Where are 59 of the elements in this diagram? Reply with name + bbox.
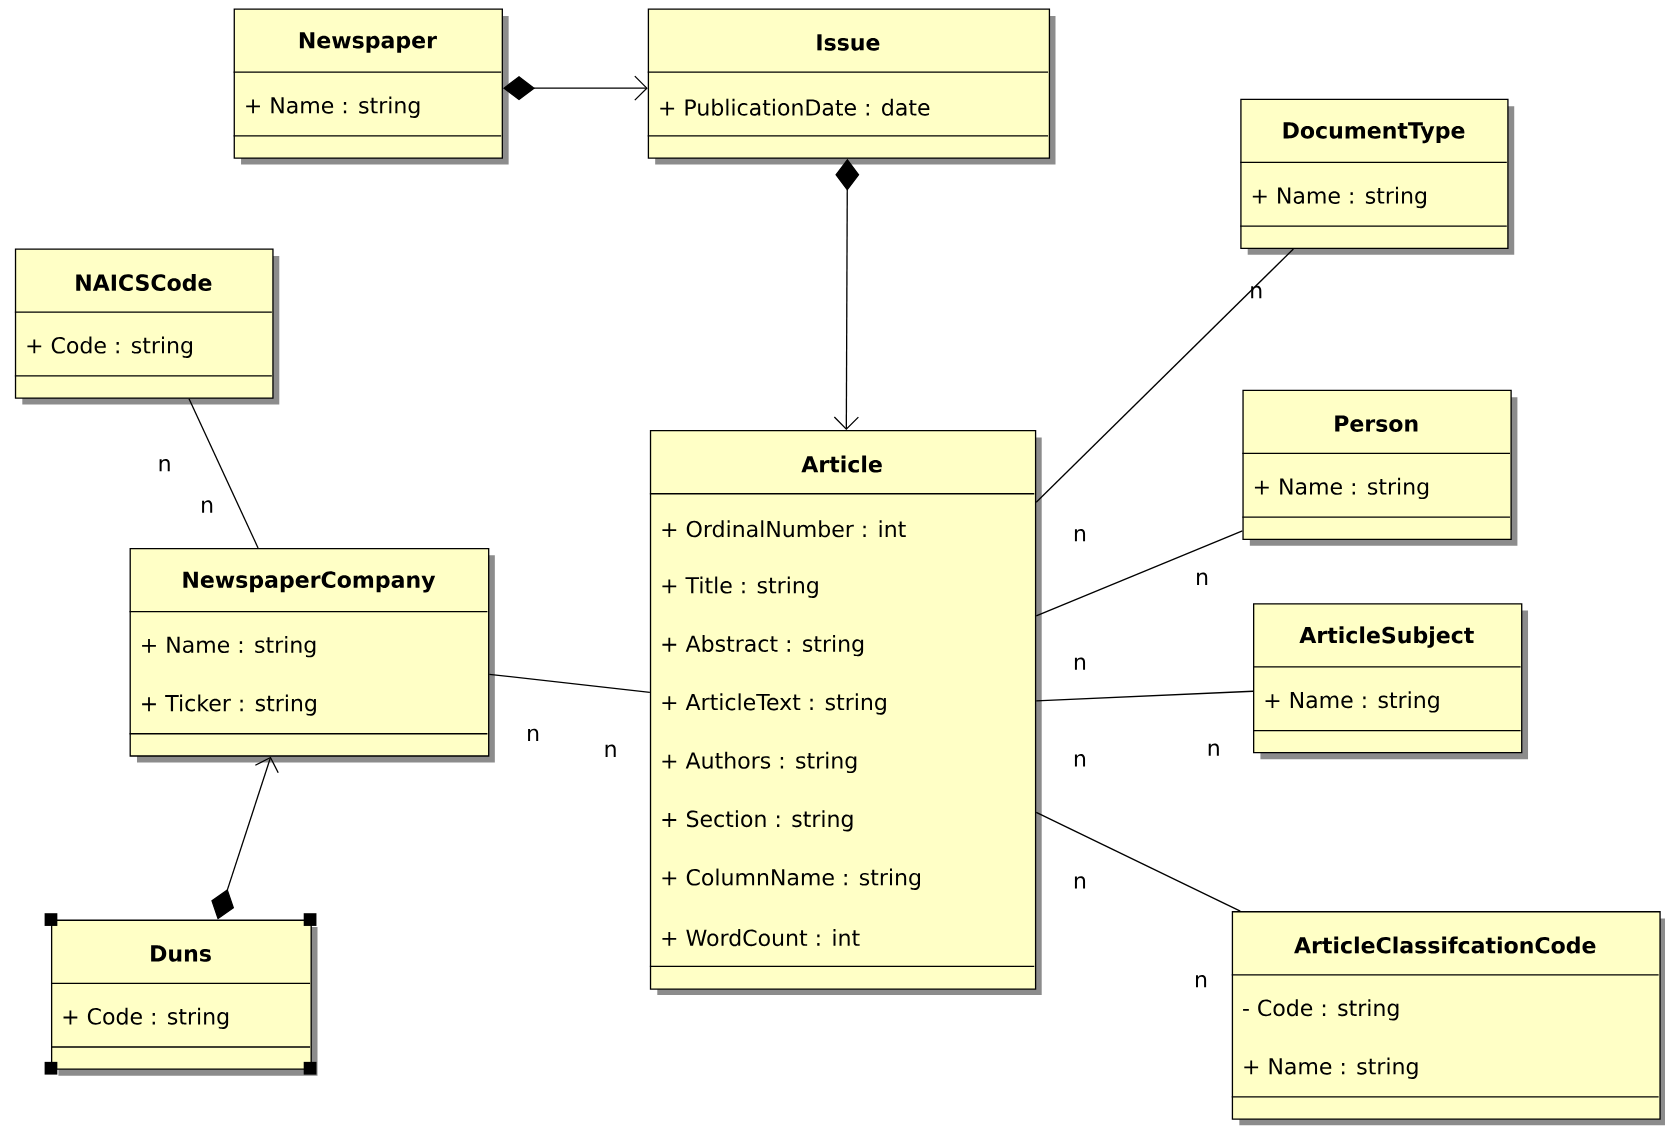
multiplicity-label: n: [1251, 286, 1262, 299]
class-name: NewspaperCompany: [183, 571, 436, 593]
attribute-text: + Name : string: [1252, 187, 1426, 209]
class-name: ArticleClassifcationCode: [1294, 936, 1596, 954]
class-box: [128, 548, 495, 763]
class-name: Duns: [151, 945, 211, 962]
class-name: ArticleSubject: [1299, 626, 1474, 649]
class-name: NAICSCode: [76, 274, 212, 292]
attribute-text: + Name : string: [1254, 478, 1429, 500]
multiplicity-label: n: [1196, 975, 1207, 988]
multiplicity-label: n: [159, 459, 170, 472]
composition-arrow: [211, 756, 279, 920]
attribute-text: + Title : string: [662, 576, 818, 599]
class-box: [14, 248, 280, 405]
class-box: [1241, 389, 1518, 546]
attribute-text: + Name : string: [142, 636, 316, 658]
class-box: [232, 8, 509, 165]
multiplicity-label: n: [1074, 754, 1086, 767]
multiplicity-label: n: [1074, 876, 1086, 889]
multiplicity-label: n: [605, 744, 616, 758]
composition-arrow: [503, 75, 648, 102]
class-name: DocumentType: [1283, 122, 1465, 144]
association-line: [1035, 530, 1244, 617]
class-box: [1239, 98, 1515, 256]
multiplicity-label: n: [1208, 743, 1219, 757]
multiplicity-label: n: [1074, 529, 1086, 542]
class-box: [647, 8, 1056, 165]
attribute-text: + Ticker : string: [142, 694, 316, 716]
multiplicity-label: n: [1197, 572, 1208, 586]
attribute-text: + Code : string: [27, 336, 192, 359]
class-box: [649, 430, 1042, 996]
attribute-text: + Authors : string: [662, 751, 857, 774]
class-box: [1231, 911, 1665, 1126]
multiplicity-label: n: [1074, 657, 1086, 671]
attribute-text: + WordCount : int: [662, 929, 860, 947]
attribute-text: + Name : string: [246, 96, 420, 119]
attribute-text: + PublicationDate : date: [660, 98, 930, 116]
attribute-text: + Code : string: [63, 1007, 229, 1030]
attribute-text: + Name : string: [1265, 691, 1439, 713]
class-box: [1252, 603, 1529, 760]
attribute-text: + Abstract : string: [662, 635, 864, 657]
multiplicity-label: n: [528, 728, 539, 742]
association-line: [1035, 690, 1254, 702]
association-line: [1035, 811, 1241, 912]
attribute-text: + ArticleText : string: [662, 693, 886, 715]
multiplicity-label: n: [202, 500, 213, 513]
association-line: [488, 673, 651, 694]
attribute-text: + ColumnName : string: [662, 868, 920, 891]
class-name: Newspaper: [299, 32, 437, 53]
class-name: Person: [1335, 415, 1418, 433]
attribute-text: + OrdinalNumber : int: [662, 520, 906, 538]
association-line: [1035, 248, 1294, 504]
class-box: [50, 919, 318, 1076]
attribute-text: - Code : string: [1243, 999, 1399, 1021]
class-name: Article: [801, 455, 882, 473]
association-line: [188, 398, 259, 549]
attribute-text: + Name : string: [1244, 1057, 1418, 1080]
attribute-text: + Section : string: [662, 810, 853, 832]
class-name: Issue: [817, 34, 880, 51]
